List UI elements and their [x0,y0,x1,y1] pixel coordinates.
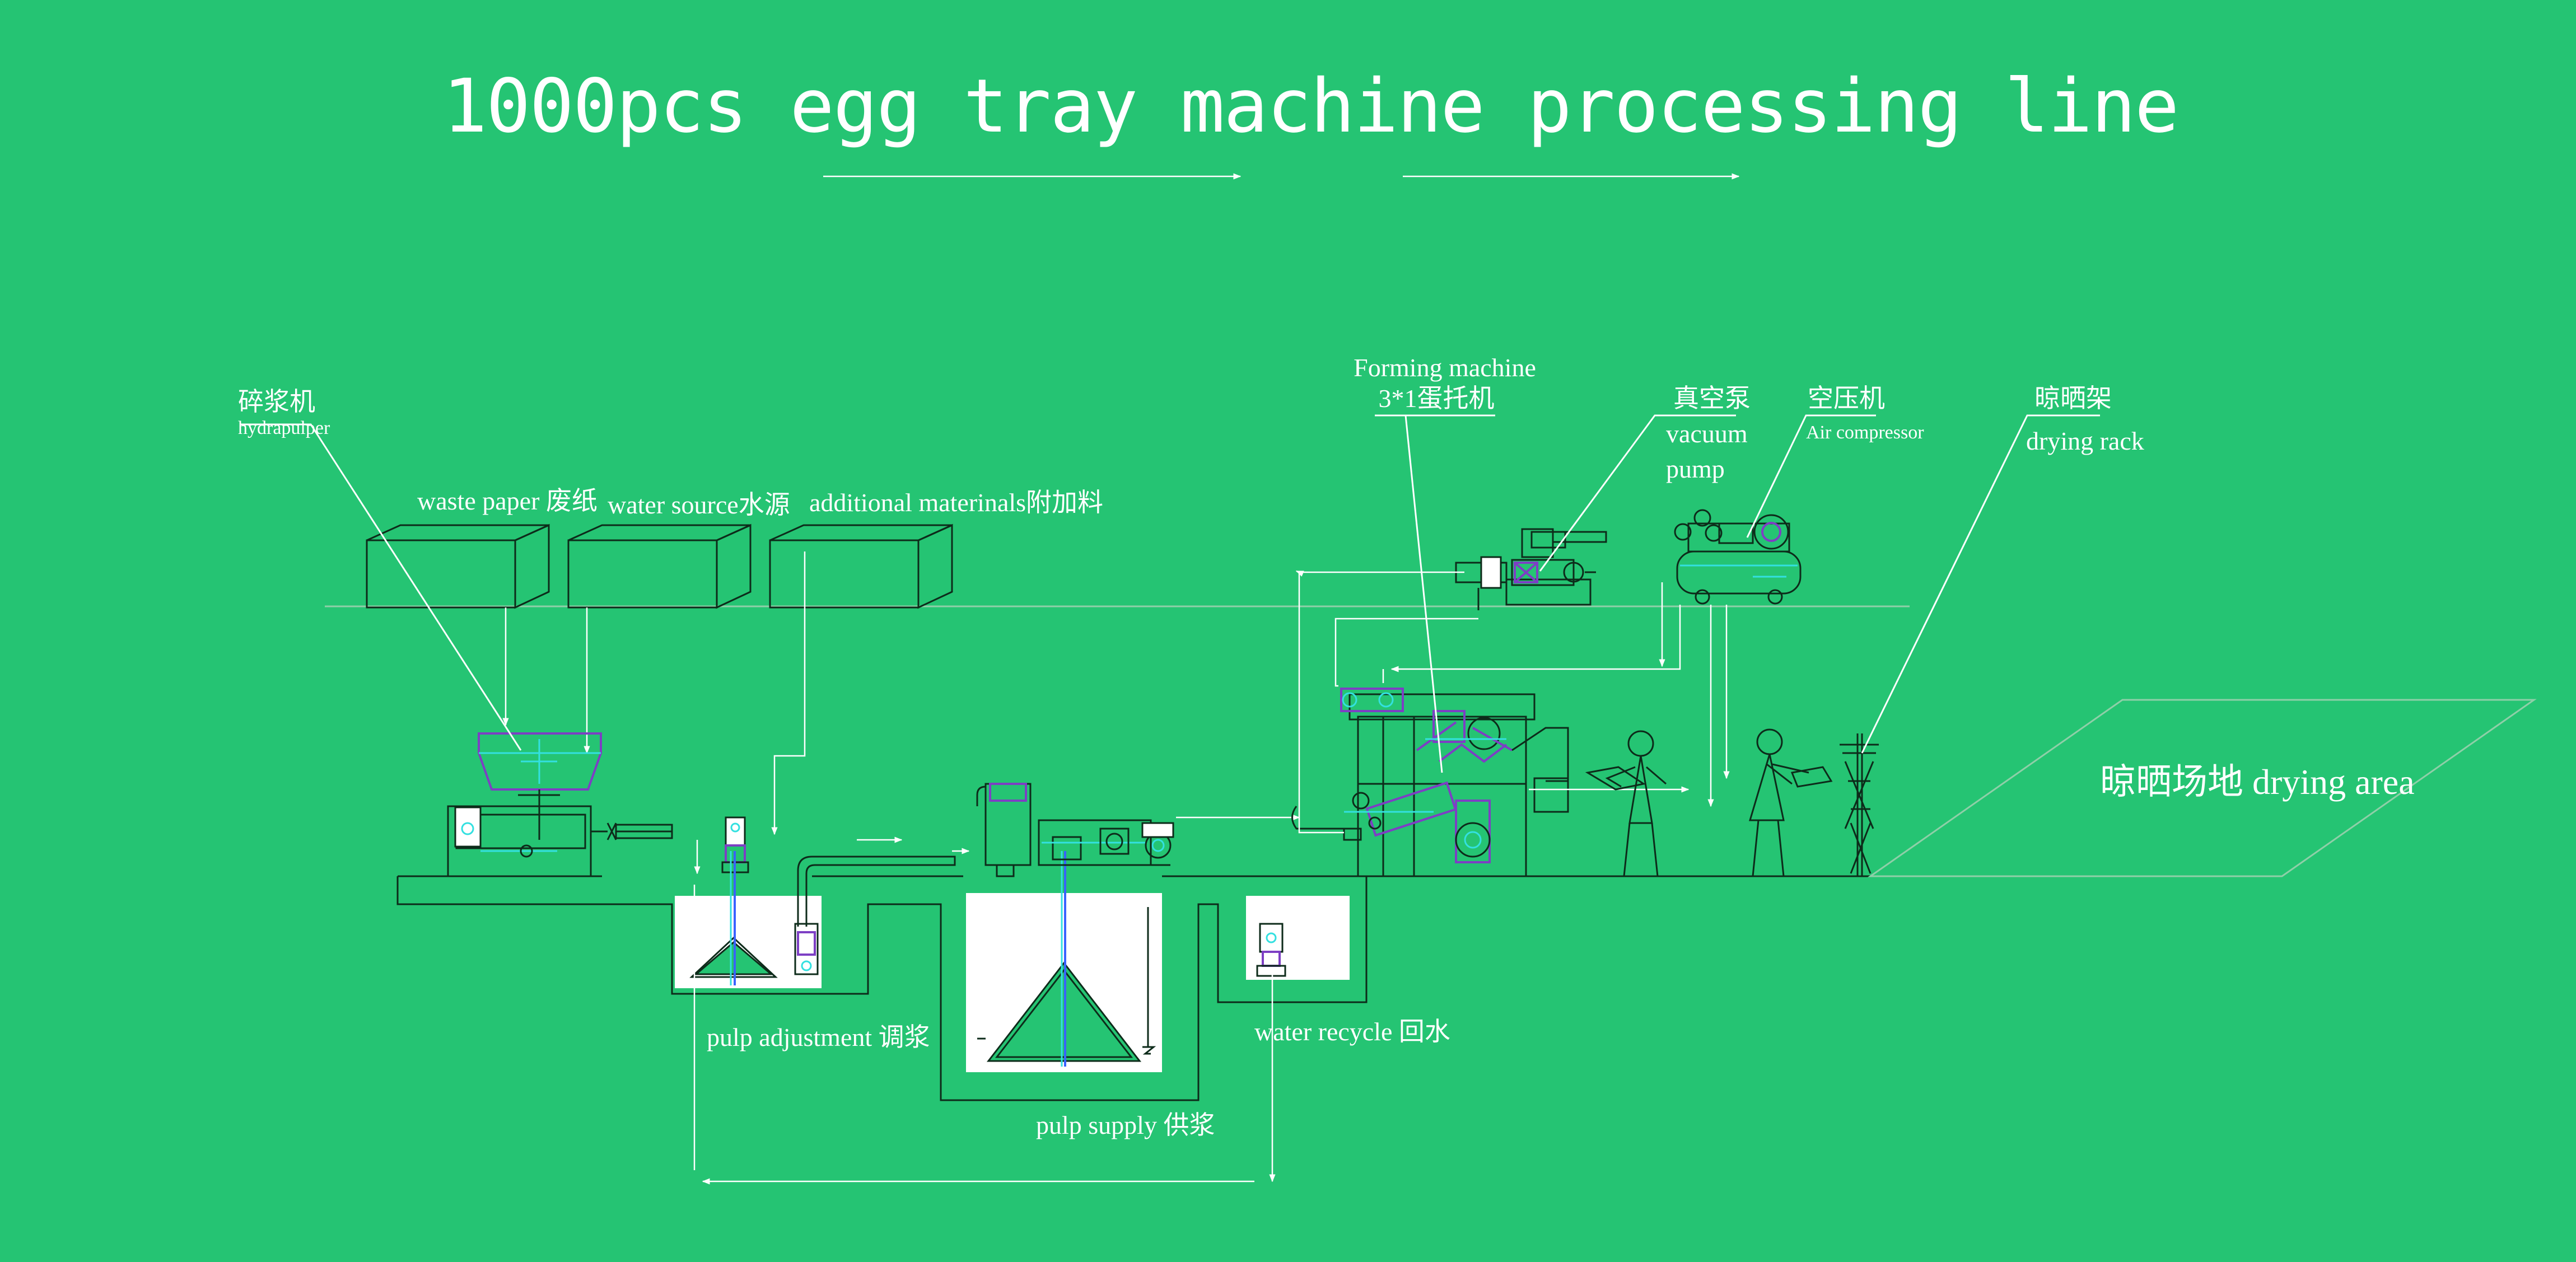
pulp-adjustment-pool [675,851,822,988]
pit-outline [396,876,1368,1101]
label-vacuum-pump-cn: 真空泵 [1673,384,1751,413]
waste-paper-box [366,524,550,609]
drying-area-outline [1868,699,2537,877]
vacuum-pump [1455,528,1607,610]
label-additional-materials: additional materinals附加料 [809,488,1103,517]
air-compressor [1674,509,1802,605]
label-hydrapulper-en: hydrapulper [238,418,330,438]
label-drying-area: 晾晒场地 drying area [2100,762,2415,802]
label-air-compressor-cn: 空压机 [1808,384,1885,413]
label-drying-rack-cn: 晾晒架 [2034,384,2112,413]
label-pulp-adjustment: pulp adjustment 调浆 [707,1023,930,1051]
vacuum-pipe [1298,571,1464,834]
air-line-1 [1390,605,1681,672]
diagram-title: 1000pcs egg tray machine processing line [443,63,2178,149]
air-feed-left [1295,570,1304,577]
leader-drying-rack [1861,414,2100,754]
label-water-recycle: water recycle 回水 [1254,1017,1450,1046]
worker-figure-1 [1585,730,1667,877]
drying-rack [1840,733,1879,876]
hydrapulper-unit [447,732,673,877]
water-recycle-pool [1246,896,1350,980]
label-vacuum-pump-en-2: pump [1666,455,1725,483]
pulp-supply-pool [966,851,1162,1072]
leader-forming-down [1404,415,1443,773]
label-forming-machine-en: Forming machine [1354,353,1536,382]
label-hydrapulper-cn: 碎浆机 [238,387,315,416]
label-vacuum-pump-en-1: vacuum [1666,419,1748,448]
pipe-adjust-to-supply [797,856,956,927]
pulp-supply-equipment [976,783,1174,877]
label-air-compressor-en: Air compressor [1806,422,1924,443]
water-source-box [567,524,752,609]
leader-air [1746,414,1876,538]
leader-hydrapulper [241,423,522,751]
label-waste-paper: waste paper 废纸 [417,487,598,515]
vacuum-return-line [1334,618,1478,687]
label-pulp-supply: pulp supply 供浆 [1036,1111,1215,1139]
flow-additives [771,551,806,835]
leader-vacuum [1539,414,1736,572]
additional-materials-box [769,524,953,609]
forming-machine [1291,688,1569,877]
label-forming-machine-cn: 3*1蛋托机 [1379,384,1495,413]
label-water-source: water source水源 [608,490,790,519]
worker-figure-2 [1748,728,1833,877]
label-drying-rack-en: drying rack [2026,427,2144,455]
